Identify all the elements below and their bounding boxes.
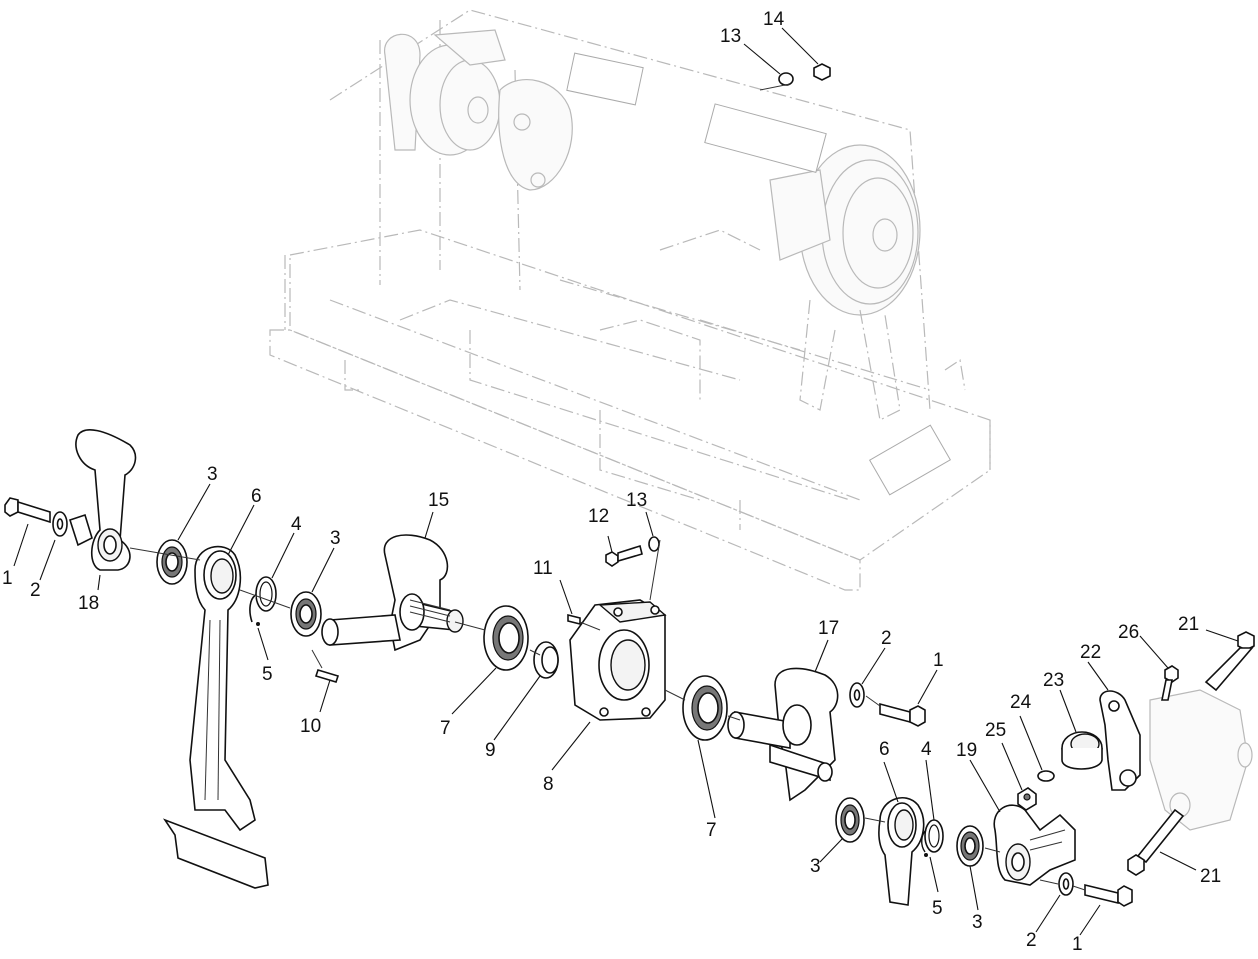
- washer-13-top: [778, 72, 794, 86]
- connecting-rod-6-left: [162, 545, 269, 889]
- crank-shaft-17: [727, 667, 839, 802]
- callout-19: 19: [956, 740, 977, 761]
- bearing-3-left: [156, 539, 188, 585]
- washer-2-left-hole: [56, 518, 64, 530]
- callout-9: 9: [485, 740, 496, 761]
- callout-6-b: 6: [879, 739, 890, 760]
- bearing-7-left: [483, 605, 529, 671]
- callout-2-right-top: 2: [881, 628, 892, 649]
- washer-2-right-bottom-hole: [1062, 878, 1070, 890]
- phantom-left-arm: [384, 29, 573, 191]
- bearing-3-lower-right-a: [835, 797, 865, 843]
- callout-11: 11: [533, 558, 553, 579]
- callout-15: 15: [428, 490, 449, 511]
- connecting-rod-6-right: [878, 796, 925, 906]
- callout-21-bottom: 21: [1200, 866, 1221, 887]
- bolt-12: [605, 544, 643, 567]
- bolt-26: [1161, 665, 1179, 701]
- bearing-7-right: [682, 675, 728, 741]
- phantom-drive-pulley: [769, 144, 921, 421]
- callout-5-b: 5: [932, 898, 943, 919]
- callout-2-right-bottom: 2: [1026, 930, 1037, 951]
- callout-7-a: 7: [440, 718, 451, 739]
- callout-7-b: 7: [706, 820, 717, 841]
- callout-8: 8: [543, 774, 554, 795]
- callout-26: 26: [1118, 622, 1139, 643]
- callout-18: 18: [78, 593, 99, 614]
- bolt-21-bottom: [1127, 808, 1185, 876]
- callout-22: 22: [1080, 642, 1101, 663]
- bolt-21-top: [1204, 631, 1255, 692]
- callout-12: 12: [588, 506, 609, 527]
- callout-labels: 1 2 18 3 6 4 5 3 10 15 7 9 11 12 13 8 7 …: [2, 9, 1221, 955]
- callout-23: 23: [1043, 670, 1064, 691]
- bearing-3-lower-right-b: [956, 825, 984, 867]
- callout-10: 10: [300, 716, 321, 737]
- assembly-axis-lines: [129, 83, 1086, 891]
- key-10: [314, 669, 340, 683]
- snap-ring-4-left: [255, 576, 277, 612]
- snap-ring-4-right: [924, 819, 944, 853]
- nut-14-top: [813, 63, 831, 81]
- snap-ring-5-left: [249, 594, 260, 626]
- callout-3-c: 3: [810, 856, 821, 877]
- callout-1-left: 1: [2, 568, 13, 589]
- callout-3-d: 3: [972, 912, 983, 933]
- crank-shaft-15: [321, 534, 464, 652]
- washer-13-center: [648, 536, 660, 552]
- washer-24: [1037, 770, 1055, 782]
- bearing-3-mid-left: [290, 591, 322, 637]
- snap-ring-5-right: [921, 829, 928, 857]
- callout-13-center: 13: [626, 490, 647, 511]
- callout-3-b: 3: [330, 528, 341, 549]
- callout-1-right-bottom: 1: [1072, 934, 1083, 955]
- bearing-housing-8: [569, 599, 667, 721]
- callout-4-b: 4: [921, 739, 932, 760]
- bolt-1-right-top: [879, 702, 926, 727]
- nut-25: [1017, 787, 1037, 811]
- callout-24: 24: [1010, 692, 1032, 713]
- spacer-9: [533, 641, 559, 679]
- bolt-1-right-bottom: [1084, 883, 1133, 907]
- mount-block-phantom: [1149, 689, 1253, 831]
- callout-13-top: 13: [720, 26, 741, 47]
- leader-lines: [13, 27, 1239, 936]
- callout-2-left: 2: [30, 580, 41, 601]
- callout-14: 14: [763, 9, 785, 30]
- callout-21-top: 21: [1178, 614, 1199, 635]
- idler-pulley-23: [1061, 731, 1103, 770]
- washer-2-right-top-hole: [853, 689, 861, 701]
- set-screw-11: [567, 613, 581, 626]
- callout-5-a: 5: [262, 664, 273, 685]
- callout-4-a: 4: [291, 514, 302, 535]
- frame-decals: [566, 52, 951, 496]
- callout-25: 25: [985, 720, 1006, 741]
- arm-bracket-19: [993, 804, 1076, 886]
- callout-3-a: 3: [207, 464, 218, 485]
- arm-bracket-18: [68, 429, 137, 571]
- link-plate-22: [1099, 690, 1141, 791]
- callout-6-a: 6: [251, 486, 262, 507]
- callout-17: 17: [818, 618, 839, 639]
- bolt-1-left: [4, 497, 51, 524]
- callout-1-right-top: 1: [933, 650, 944, 671]
